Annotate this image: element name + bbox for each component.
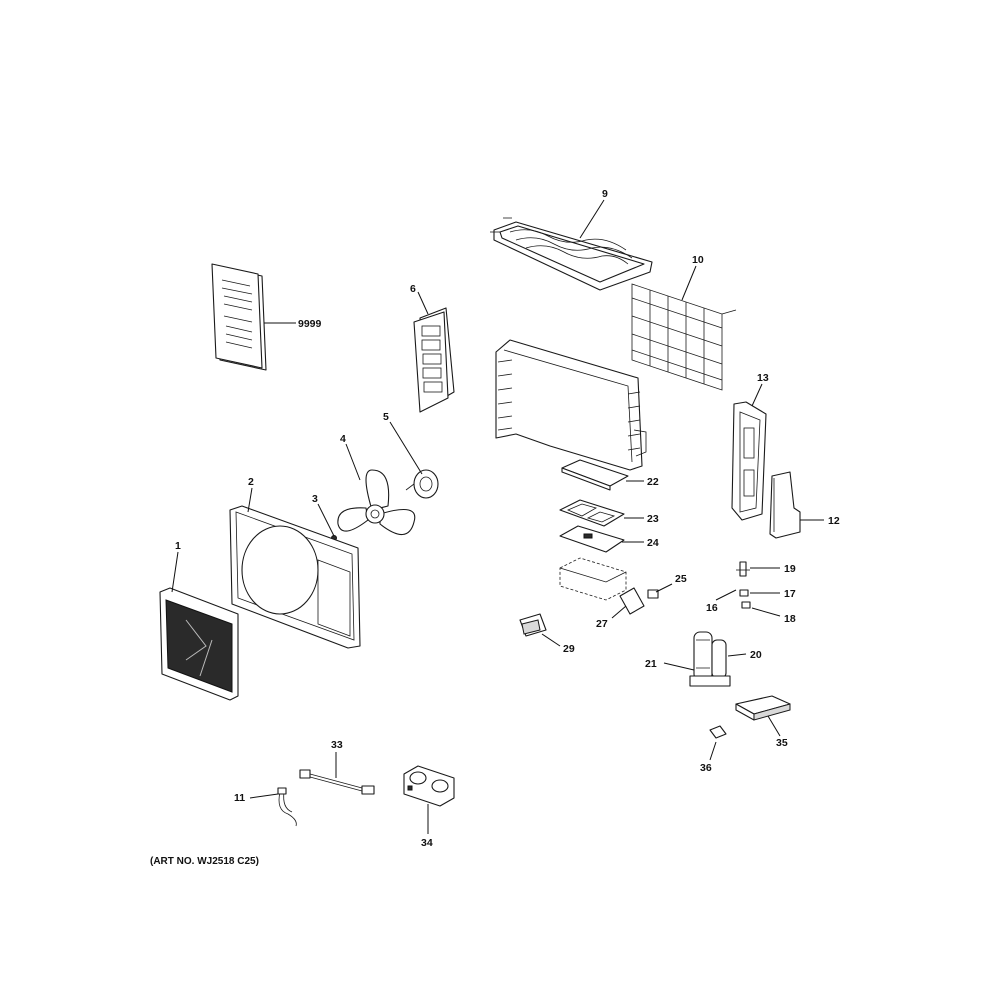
part-2-front-panel[interactable] bbox=[229, 505, 361, 649]
callout-36: 36 bbox=[700, 762, 712, 774]
callout-5: 5 bbox=[383, 411, 389, 423]
part-24-control-board[interactable] bbox=[559, 525, 625, 553]
part-22-control-cover[interactable] bbox=[561, 459, 629, 491]
callout-4: 4 bbox=[340, 433, 346, 445]
part-1-fan-guard[interactable] bbox=[159, 587, 239, 701]
part-11-temperature-sensor[interactable] bbox=[277, 787, 297, 827]
callout-35: 35 bbox=[776, 737, 788, 749]
part-34-bracket[interactable] bbox=[403, 765, 455, 807]
part-23-pcb-frame[interactable] bbox=[559, 499, 625, 527]
callout-29: 29 bbox=[563, 643, 575, 655]
callout-2: 2 bbox=[248, 476, 254, 488]
callout-34: 34 bbox=[421, 837, 433, 849]
part-condenser-coil[interactable] bbox=[495, 339, 647, 471]
callout-19: 19 bbox=[784, 563, 796, 575]
callout-13: 13 bbox=[757, 372, 769, 384]
callout-12: 12 bbox=[828, 515, 840, 527]
part-25-connector[interactable] bbox=[647, 589, 659, 599]
part-17-valve-core[interactable] bbox=[739, 589, 749, 597]
part-12-valve-cover[interactable] bbox=[769, 471, 801, 539]
part-13-right-side-panel[interactable] bbox=[731, 401, 767, 521]
callout-20: 20 bbox=[750, 649, 762, 661]
callout-9999: 9999 bbox=[298, 318, 322, 330]
part-35-compressor-pad[interactable] bbox=[735, 695, 791, 721]
part-9-top-cover[interactable] bbox=[490, 217, 653, 291]
callout-21: 21 bbox=[645, 658, 657, 670]
part-19-service-valve[interactable] bbox=[736, 561, 750, 577]
part-27-mounting-bracket[interactable] bbox=[619, 587, 645, 615]
callout-17: 17 bbox=[784, 588, 796, 600]
callout-24: 24 bbox=[647, 537, 659, 549]
part-10-rear-grille[interactable] bbox=[631, 283, 737, 391]
part-4-fan-blade[interactable] bbox=[337, 469, 416, 536]
part-33-wire-harness[interactable] bbox=[299, 769, 375, 795]
callout-1: 1 bbox=[175, 540, 181, 552]
part-18-valve-cap[interactable] bbox=[741, 601, 751, 609]
callout-11: 11 bbox=[234, 792, 245, 804]
part-29-reactor[interactable] bbox=[519, 613, 547, 637]
callout-25: 25 bbox=[675, 573, 687, 585]
callout-27: 27 bbox=[596, 618, 608, 630]
part-36-small-insulation[interactable] bbox=[709, 725, 727, 739]
callout-9: 9 bbox=[602, 188, 608, 200]
callout-10: 10 bbox=[692, 254, 704, 266]
part-6-side-panel[interactable] bbox=[413, 307, 455, 413]
art-number: (ART NO. WJ2518 C25) bbox=[150, 856, 259, 867]
callout-23: 23 bbox=[647, 513, 659, 525]
callout-3: 3 bbox=[312, 493, 318, 505]
part-9999-manual[interactable] bbox=[211, 263, 267, 371]
callout-16: 16 bbox=[706, 602, 718, 614]
callout-18: 18 bbox=[784, 613, 796, 625]
part-control-box[interactable] bbox=[559, 557, 627, 601]
part-5-fan-motor[interactable] bbox=[405, 469, 439, 499]
callout-22: 22 bbox=[647, 476, 659, 488]
callout-33: 33 bbox=[331, 739, 343, 751]
part-20-compressor[interactable] bbox=[689, 631, 731, 687]
callout-6: 6 bbox=[410, 283, 416, 295]
